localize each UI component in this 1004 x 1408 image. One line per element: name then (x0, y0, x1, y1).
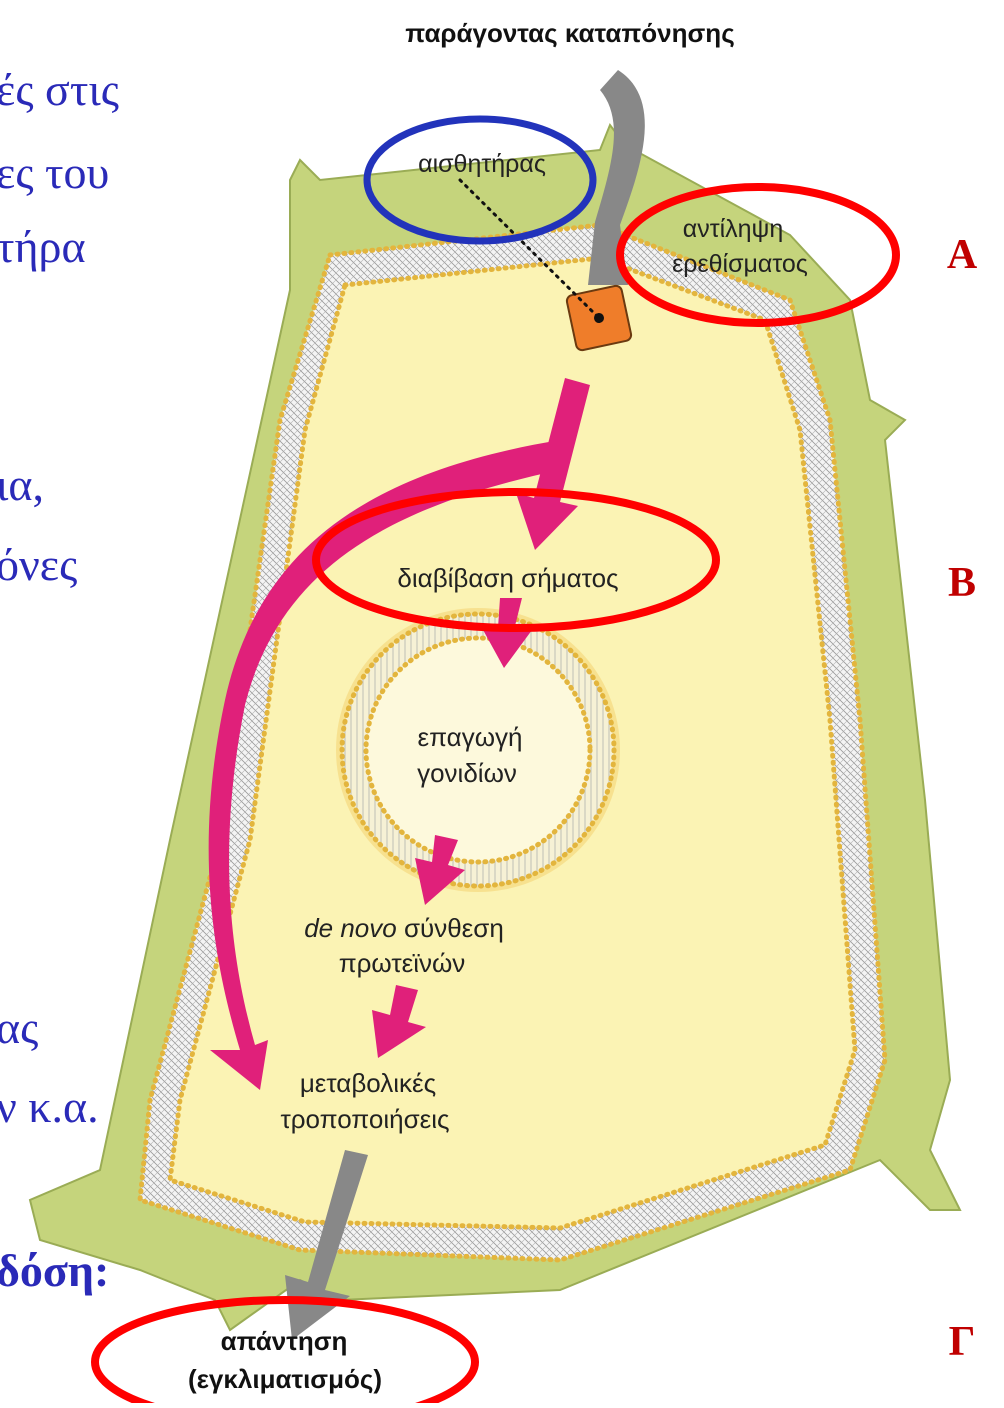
stage-label-a: Α (947, 232, 978, 278)
perception-label-2: ερεθίσματος (672, 250, 808, 278)
gene-induction-label-2: γονιδίων (417, 758, 517, 788)
slide-text-line-8: δόση: (0, 1245, 109, 1296)
metabolic-label-2: τροποποιήσεις (280, 1104, 449, 1134)
stage-label-c: Γ (949, 1319, 976, 1365)
stage-label-b: Β (948, 560, 976, 606)
metabolic-label-1: μεταβολικές (300, 1068, 436, 1098)
slide-text-line-5: όνες (0, 539, 77, 590)
protein-synthesis-label-1: de novo σύνθεση (304, 913, 504, 943)
slide-text-line-4: ια, (0, 459, 44, 510)
slide-text-line-1: ές στις (0, 64, 119, 115)
response-label-2: (εγκλιματισμός) (188, 1364, 382, 1394)
slide-text-line-3: τήρα (0, 221, 86, 272)
de-novo-italic: de novo (304, 913, 397, 943)
gene-induction-label-1: επαγωγή (418, 722, 523, 752)
perception-label-1: αντίληψη (683, 215, 784, 243)
response-label-1: απάντηση (221, 1326, 348, 1356)
synthesis-word: σύνθεση (397, 913, 504, 943)
slide-text-line-2: ες του (0, 147, 109, 198)
slide-text-line-6: ας (0, 1002, 38, 1053)
signal-transduction-label: διαβίβαση σήματος (397, 563, 618, 593)
stress-factor-label: παράγοντας καταπόνησης (405, 18, 734, 48)
sensor-label: αισθητήρας (418, 150, 546, 178)
protein-synthesis-label-2: πρωτεϊνών (339, 948, 466, 978)
slide-text-line-7: ν κ.α. (0, 1081, 99, 1132)
